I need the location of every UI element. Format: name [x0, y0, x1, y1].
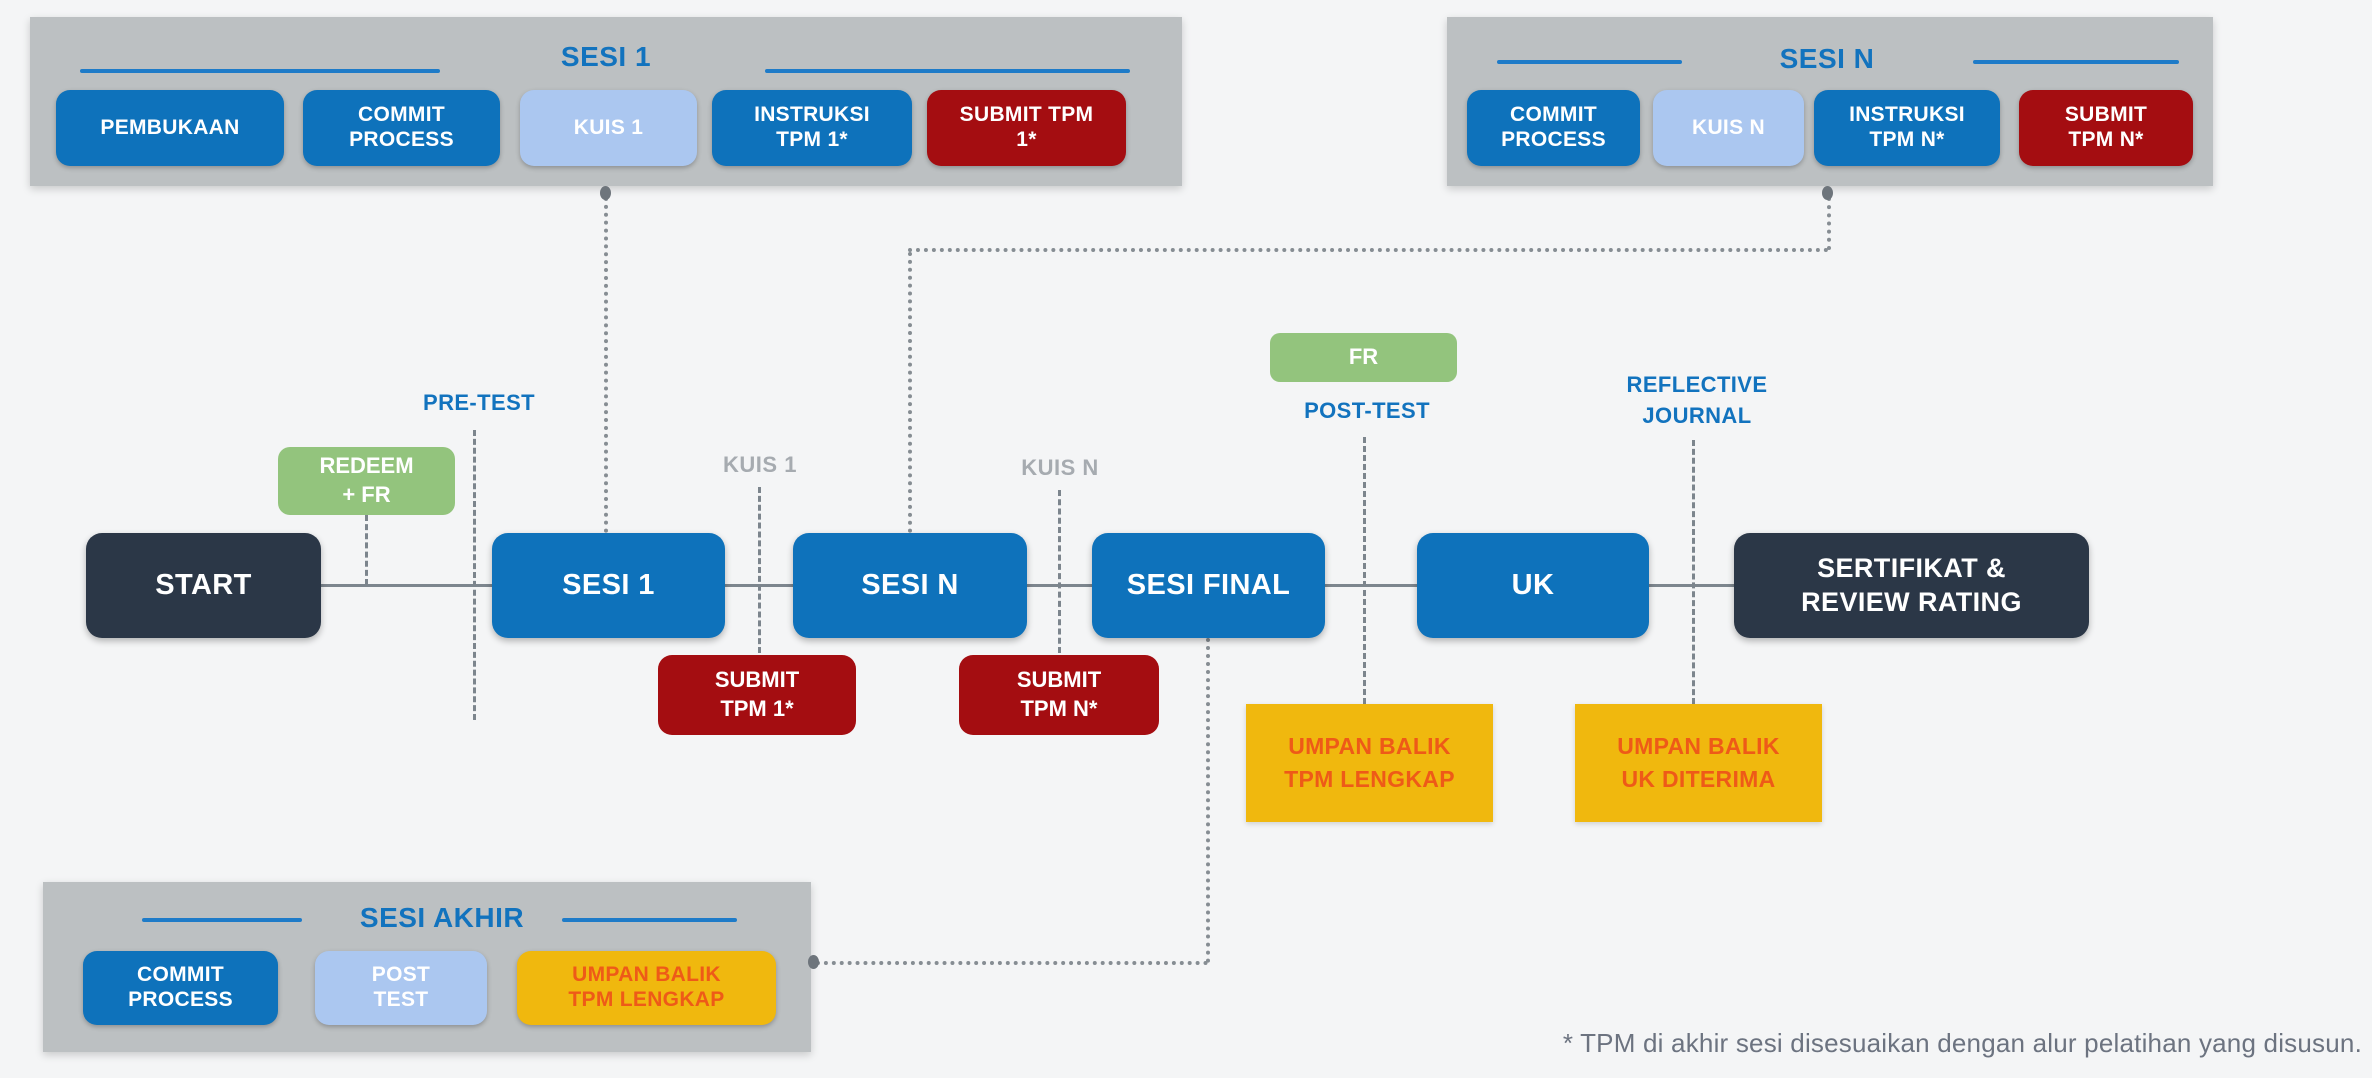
sesi-n-panel-title: SESI N — [1779, 43, 1875, 74]
sesi-n-node: SESI N — [793, 533, 1027, 638]
sesi-1-panel: SESI 1 PEMBUKAAN COMMIT PROCESS KUIS 1 I… — [30, 17, 1182, 186]
sesi-akhir-panel: SESI AKHIR COMMIT PROCESS POST TEST UMPA… — [43, 882, 811, 1052]
main-flow-line — [321, 584, 1734, 587]
submit-tpm-1-node: SUBMIT TPM 1* — [658, 655, 856, 735]
fr-badge: FR — [1270, 333, 1457, 382]
dashed-line-redeem-fr — [365, 515, 368, 585]
instruksi-tpm-n-label: INSTRUKSI TPM N* — [1849, 103, 1965, 151]
sesi-n-node-label: SESI N — [861, 569, 959, 602]
dotted-connector-to-sesiAkhir-panel — [816, 961, 1208, 965]
redeem-fr-badge: REDEEM + FR — [278, 447, 455, 515]
connector-dot-sesi1-panel — [600, 186, 611, 200]
title-rule-left — [142, 918, 302, 922]
dotted-connector-to-sesiN-node — [908, 252, 912, 533]
commit-process-label: COMMIT PROCESS — [128, 963, 233, 1011]
sesi-final-node-label: SESI FINAL — [1126, 569, 1291, 602]
kuis-1-milestone-label: KUIS 1 — [723, 452, 797, 477]
dashed-line-kuis-n — [1058, 490, 1061, 653]
sesi-1-node-label: SESI 1 — [562, 569, 655, 602]
umpan-balik-uk-diterima-box: UMPAN BALIK UK DITERIMA — [1575, 704, 1822, 822]
submit-tpm-1-label: SUBMIT TPM 1* — [959, 103, 1094, 151]
redeem-fr-label: REDEEM + FR — [319, 453, 414, 507]
umpan-balik-tpm-label: UMPAN BALIK TPM LENGKAP — [568, 963, 725, 1011]
dashed-line-reflective-journal — [1692, 440, 1695, 704]
dotted-connector-sesiN-panel-down — [1827, 197, 1831, 250]
reflective-journal-label: REFLECTIVE JOURNAL — [1626, 372, 1768, 428]
commit-process-button-sesiN: COMMIT PROCESS — [1467, 90, 1640, 166]
sesi-1-node: SESI 1 — [492, 533, 725, 638]
title-rule-left — [1497, 60, 1682, 64]
dashed-line-kuis-1 — [758, 487, 761, 653]
commit-process-button-sesi1: COMMIT PROCESS — [303, 90, 500, 166]
connector-dot-sesiN-panel — [1822, 186, 1833, 200]
title-rule-right — [1973, 60, 2179, 64]
submit-tpm-n-node: SUBMIT TPM N* — [959, 655, 1159, 735]
submit-tpm-n-node-label: SUBMIT TPM N* — [1016, 667, 1102, 721]
instruksi-tpm-1-button: INSTRUKSI TPM 1* — [712, 90, 912, 166]
instruksi-tpm-n-button: INSTRUKSI TPM N* — [1814, 90, 2000, 166]
pembukaan-label: PEMBUKAAN — [100, 115, 240, 139]
dotted-connector-sesiN-horizontal — [908, 248, 1829, 252]
dashed-line-pre-test — [473, 430, 476, 720]
kuis-1-label: KUIS 1 — [573, 115, 644, 139]
kuis-n-milestone-label: KUIS N — [1021, 455, 1099, 480]
submit-tpm-1-button: SUBMIT TPM 1* — [927, 90, 1126, 166]
submit-tpm-1-node-label: SUBMIT TPM 1* — [714, 667, 800, 721]
post-test-button: POST TEST — [315, 951, 487, 1025]
sesi-final-node: SESI FINAL — [1092, 533, 1325, 638]
title-rule-right — [562, 918, 737, 922]
dashed-line-post-test — [1363, 437, 1366, 704]
fr-label: FR — [1348, 344, 1379, 370]
kuis-n-button: KUIS N — [1653, 90, 1804, 166]
post-test-milestone-label: POST-TEST — [1304, 398, 1430, 423]
submit-tpm-n-label: SUBMIT TPM N* — [2064, 103, 2148, 151]
start-label: START — [155, 569, 252, 602]
instruksi-tpm-1-label: INSTRUKSI TPM 1* — [754, 103, 870, 151]
dotted-connector-sesi1-panel-to-sesi1-node — [604, 197, 608, 533]
umpan-balik-tpm-button: UMPAN BALIK TPM LENGKAP — [517, 951, 776, 1025]
footnote: * TPM di akhir sesi disesuaikan dengan a… — [1562, 1028, 2362, 1058]
submit-tpm-n-button: SUBMIT TPM N* — [2019, 90, 2193, 166]
sesi-n-panel: SESI N COMMIT PROCESS KUIS N INSTRUKSI T… — [1447, 17, 2213, 186]
title-rule-right — [765, 69, 1130, 73]
pembukaan-button: PEMBUKAAN — [56, 90, 284, 166]
dotted-connector-sesiFinal-down — [1206, 638, 1210, 963]
commit-process-label: COMMIT PROCESS — [349, 103, 454, 151]
uk-node: UK — [1417, 533, 1649, 638]
sesi-akhir-panel-title: SESI AKHIR — [359, 902, 525, 933]
umpan-balik-tpm-lengkap-label: UMPAN BALIK TPM LENGKAP — [1284, 732, 1455, 792]
sertifikat-review-label: SERTIFIKAT & REVIEW RATING — [1801, 552, 2022, 617]
connector-dot-sesiAkhir-panel — [808, 955, 819, 969]
pre-test-label: PRE-TEST — [423, 390, 535, 415]
commit-process-label: COMMIT PROCESS — [1501, 103, 1606, 151]
commit-process-button-sesiAkhir: COMMIT PROCESS — [83, 951, 278, 1025]
start-node: START — [86, 533, 321, 638]
kuis-1-button: KUIS 1 — [520, 90, 697, 166]
umpan-balik-uk-diterima-label: UMPAN BALIK UK DITERIMA — [1617, 732, 1780, 792]
post-test-label: POST TEST — [371, 963, 431, 1011]
uk-node-label: UK — [1511, 569, 1555, 602]
sesi-1-panel-title: SESI 1 — [560, 41, 652, 72]
title-rule-left — [80, 69, 440, 73]
sertifikat-review-node: SERTIFIKAT & REVIEW RATING — [1734, 533, 2089, 638]
umpan-balik-tpm-lengkap-box: UMPAN BALIK TPM LENGKAP — [1246, 704, 1493, 822]
kuis-n-label: KUIS N — [1692, 115, 1765, 139]
